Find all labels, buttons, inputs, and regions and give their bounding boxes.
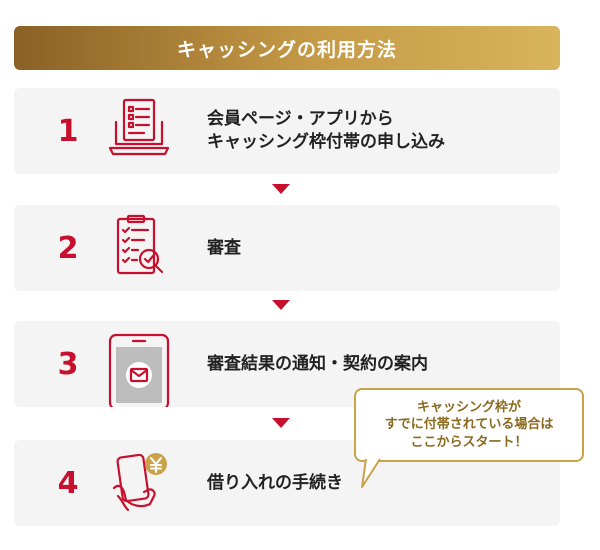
section-header: キャッシングの利用方法 (14, 26, 560, 70)
review-checklist-icon (104, 213, 174, 283)
step-2: 2 審査 (14, 205, 560, 291)
step-text: 審査結果の通知・契約の案内 (207, 321, 428, 407)
callout-tail (361, 457, 381, 488)
step-1: 1 会員ページ・アプリから キャッシング枠付帯の申し込み (14, 88, 560, 174)
callout-line: ここからスタート！ (410, 434, 528, 450)
step-number: 3 (57, 346, 79, 382)
phone-mail-icon (104, 333, 174, 411)
step-text-line: キャッシング枠付帯の申し込み (207, 132, 445, 152)
step-text: 借り入れの手続き (207, 440, 343, 526)
step-text-line: 借り入れの手続き (207, 472, 343, 493)
flow-arrow (272, 184, 290, 194)
callout-line: すでに付帯されている場合は (384, 417, 554, 433)
step-text: 会員ページ・アプリから キャッシング枠付帯の申し込み (207, 88, 445, 174)
step-text: 審査 (207, 205, 241, 291)
step-text-line: 審査結果の通知・契約の案内 (207, 353, 428, 374)
callout-line: キャッシング枠が (416, 399, 521, 415)
start-here-callout: キャッシング枠が すでに付帯されている場合は ここからスタート！ (354, 388, 584, 462)
laptop-document-icon (104, 96, 174, 166)
step-number: 4 (57, 465, 79, 501)
step-number: 2 (57, 230, 79, 266)
step-text-line: 会員ページ・アプリから (207, 109, 394, 130)
hand-phone-yen-icon (104, 448, 174, 518)
step-number: 1 (57, 113, 79, 149)
flow-arrow (272, 418, 290, 428)
step-text-line: 審査 (207, 237, 241, 258)
flow-arrow (272, 300, 290, 310)
section-title: キャッシングの利用方法 (176, 38, 397, 61)
